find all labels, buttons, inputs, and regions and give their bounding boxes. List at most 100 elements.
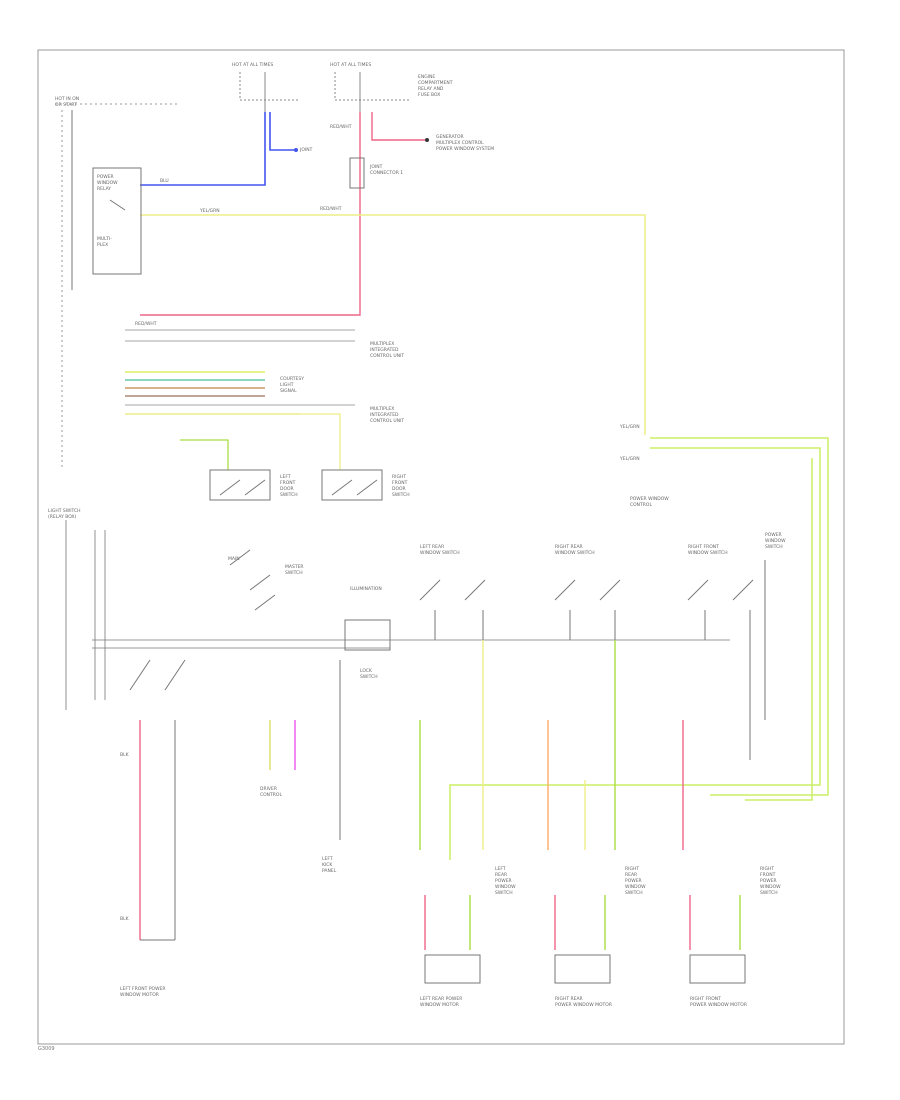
svg-text:REAR: REAR (495, 872, 507, 878)
svg-text:POWER WINDOW MOTOR: POWER WINDOW MOTOR (690, 1002, 747, 1008)
svg-text:HOT AT ALL TIMES: HOT AT ALL TIMES (232, 62, 273, 68)
svg-text:POWER: POWER (760, 878, 777, 884)
svg-text:SWITCH: SWITCH (495, 890, 513, 896)
svg-text:PANEL: PANEL (322, 868, 337, 874)
svg-text:COMPARTMENT: COMPARTMENT (418, 80, 453, 86)
wire-green-right-2 (449, 447, 821, 860)
wire-green-right-3 (745, 458, 813, 801)
wire-yellow-door (300, 413, 341, 470)
master-bus (65, 520, 730, 710)
svg-text:WINDOW MOTOR: WINDOW MOTOR (120, 992, 159, 998)
svg-text:MASTER: MASTER (285, 564, 304, 570)
wire-green-right-1 (650, 437, 829, 796)
left-rear-window-switch: LEFT REAR WINDOW SWITCH (419, 544, 486, 640)
svg-text:SWITCH: SWITCH (285, 570, 303, 576)
wire-green-door (180, 439, 229, 470)
svg-text:POWER: POWER (97, 174, 114, 180)
svg-text:LIGHT SWITCH: LIGHT SWITCH (48, 508, 81, 514)
svg-text:PLEX: PLEX (97, 242, 108, 248)
svg-text:RIGHT REAR: RIGHT REAR (555, 544, 583, 550)
svg-text:RELAY AND: RELAY AND (418, 86, 444, 92)
svg-text:LEFT FRONT POWER: LEFT FRONT POWER (120, 986, 166, 992)
power-window-relay: POWER WINDOW RELAY MULTI- PLEX (92, 167, 142, 275)
svg-text:MULTI-: MULTI- (97, 236, 112, 242)
svg-text:WINDOW: WINDOW (625, 884, 646, 890)
svg-text:POWER: POWER (495, 878, 512, 884)
svg-text:REAR: REAR (625, 872, 637, 878)
svg-text:POWER WINDOW SYSTEM: POWER WINDOW SYSTEM (436, 146, 494, 152)
svg-text:FRONT: FRONT (392, 480, 408, 486)
left-rear-motor-group: LEFT REAR POWER WINDOW SWITCH LEFT REAR … (419, 640, 516, 1008)
svg-text:WINDOW: WINDOW (97, 180, 118, 186)
fuse-block-left: HOT AT ALL TIMES (232, 62, 300, 112)
wire-red-branch (371, 112, 425, 141)
svg-text:WINDOW SWITCH: WINDOW SWITCH (420, 550, 460, 556)
svg-text:LEFT REAR: LEFT REAR (420, 544, 444, 550)
svg-text:COURTESY: COURTESY (280, 376, 304, 382)
svg-text:YEL/GRN: YEL/GRN (619, 456, 640, 462)
svg-text:RIGHT: RIGHT (392, 474, 406, 480)
svg-text:POWER WINDOW MOTOR: POWER WINDOW MOTOR (555, 1002, 612, 1008)
svg-text:MULTIPLEX: MULTIPLEX (370, 406, 394, 412)
svg-text:FRONT: FRONT (280, 480, 296, 486)
svg-text:POWER: POWER (765, 532, 782, 538)
svg-text:YEL/GRN: YEL/GRN (199, 208, 220, 214)
left-front-motor-group: BLK BLK LEFT FRONT POWER WINDOW MOTOR (120, 659, 186, 998)
svg-text:KICK: KICK (322, 862, 333, 868)
joint-connector: JOINT CONNECTOR 1 (349, 157, 403, 189)
svg-text:SWITCH: SWITCH (280, 492, 298, 498)
wire-red (140, 112, 361, 316)
svg-text:POWER WINDOW: POWER WINDOW (630, 496, 669, 502)
svg-text:(RELAY BOX): (RELAY BOX) (48, 514, 77, 520)
svg-text:WINDOW SWITCH: WINDOW SWITCH (555, 550, 595, 556)
svg-text:RIGHT REAR: RIGHT REAR (555, 996, 583, 1002)
signal-bundle (125, 371, 300, 415)
svg-text:SIGNAL: SIGNAL (280, 388, 297, 394)
svg-text:CONTROL UNIT: CONTROL UNIT (370, 353, 404, 359)
svg-text:WINDOW SWITCH: WINDOW SWITCH (688, 550, 728, 556)
svg-text:DOOR: DOOR (280, 486, 294, 492)
svg-text:POWER: POWER (625, 878, 642, 884)
svg-text:DRIVER: DRIVER (260, 786, 277, 792)
svg-text:RED/WHT: RED/WHT (330, 124, 352, 130)
svg-text:FRONT: FRONT (760, 872, 776, 878)
wire-yellow (140, 214, 646, 435)
fuse-block-right: HOT AT ALL TIMES ENGINE COMPARTMENT RELA… (330, 62, 453, 112)
right-front-motor-group: RIGHT FRONT POWER WINDOW SWITCH RIGHT FR… (682, 640, 781, 1008)
svg-text:ILLUMINATION: ILLUMINATION (350, 586, 382, 592)
svg-text:WINDOW: WINDOW (760, 884, 781, 890)
svg-text:LEFT REAR POWER: LEFT REAR POWER (420, 996, 462, 1002)
svg-text:FUSE BOX: FUSE BOX (418, 92, 440, 98)
svg-text:RIGHT FRONT: RIGHT FRONT (688, 544, 719, 550)
right-front-door-switch: RIGHT FRONT DOOR SWITCH (321, 469, 410, 501)
svg-text:GENERATOR: GENERATOR (436, 134, 464, 140)
svg-text:BLK: BLK (120, 752, 130, 758)
diagram-footer-code: G3009 (38, 1046, 55, 1052)
left-front-door-switch: LEFT FRONT DOOR SWITCH (209, 469, 298, 501)
svg-text:RIGHT FRONT: RIGHT FRONT (690, 996, 721, 1002)
master-switch: MAIN MASTER SWITCH ILLUMINATION LOCK SWI… (228, 549, 391, 680)
right-rear-motor-group: RIGHT REAR POWER WINDOW SWITCH RIGHT REA… (547, 640, 646, 1008)
svg-text:WINDOW MOTOR: WINDOW MOTOR (420, 1002, 459, 1008)
svg-text:LEFT: LEFT (322, 856, 333, 862)
svg-text:CONTROL UNIT: CONTROL UNIT (370, 418, 404, 424)
svg-text:CONTROL: CONTROL (260, 792, 282, 798)
svg-text:SWITCH: SWITCH (392, 492, 410, 498)
svg-text:JOINT: JOINT (299, 147, 313, 153)
svg-text:RED/WHT: RED/WHT (135, 321, 157, 327)
svg-text:DOOR: DOOR (392, 486, 406, 492)
svg-text:LIGHT: LIGHT (280, 382, 294, 388)
svg-text:SWITCH: SWITCH (760, 890, 778, 896)
svg-text:MULTIPLEX: MULTIPLEX (370, 341, 394, 347)
svg-text:BLK: BLK (120, 916, 130, 922)
svg-text:SWITCH: SWITCH (765, 544, 783, 550)
svg-text:RED/WHT: RED/WHT (320, 206, 342, 212)
svg-text:OR START: OR START (55, 102, 77, 108)
svg-text:RELAY: RELAY (97, 186, 111, 192)
svg-text:LOCK: LOCK (360, 668, 373, 674)
ignition-box: HOT IN ON OR START (55, 96, 180, 470)
svg-text:BLU: BLU (160, 178, 169, 184)
illumination-wires: DRIVER CONTROL LEFT KICK PANEL (260, 660, 341, 874)
svg-text:INTEGRATED: INTEGRATED (370, 347, 399, 353)
svg-text:WINDOW: WINDOW (765, 538, 786, 544)
